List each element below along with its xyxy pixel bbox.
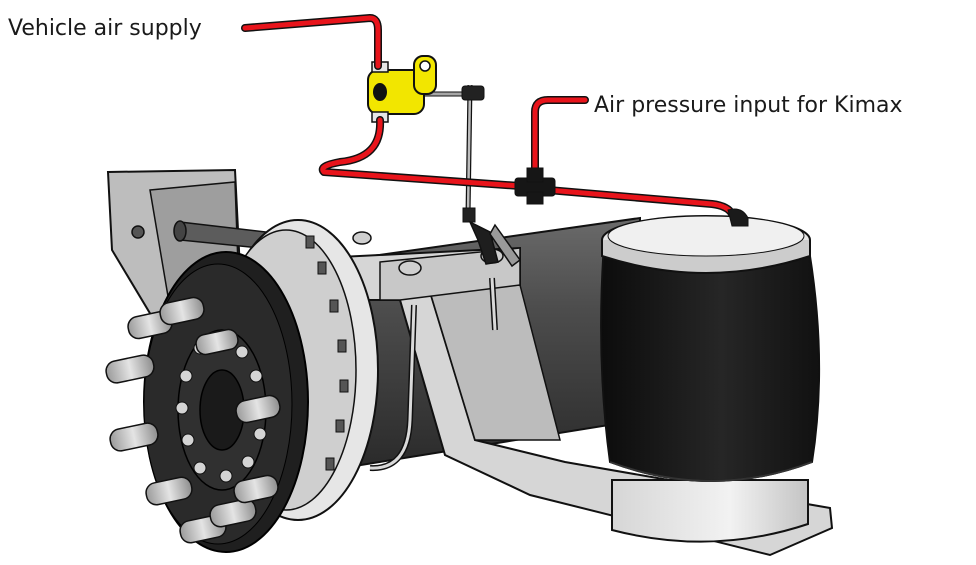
leveling-valve	[367, 55, 437, 123]
wheel-studs	[105, 296, 281, 544]
tee-fitting	[514, 167, 556, 205]
air-line	[241, 14, 736, 218]
air-pressure-input-label: Air pressure input for Kimax	[594, 93, 903, 118]
u-bolts	[369, 277, 498, 472]
disc-vents	[305, 235, 349, 471]
vehicle-air-supply-label: Vehicle air supply	[8, 16, 202, 41]
air-spring	[600, 208, 821, 543]
